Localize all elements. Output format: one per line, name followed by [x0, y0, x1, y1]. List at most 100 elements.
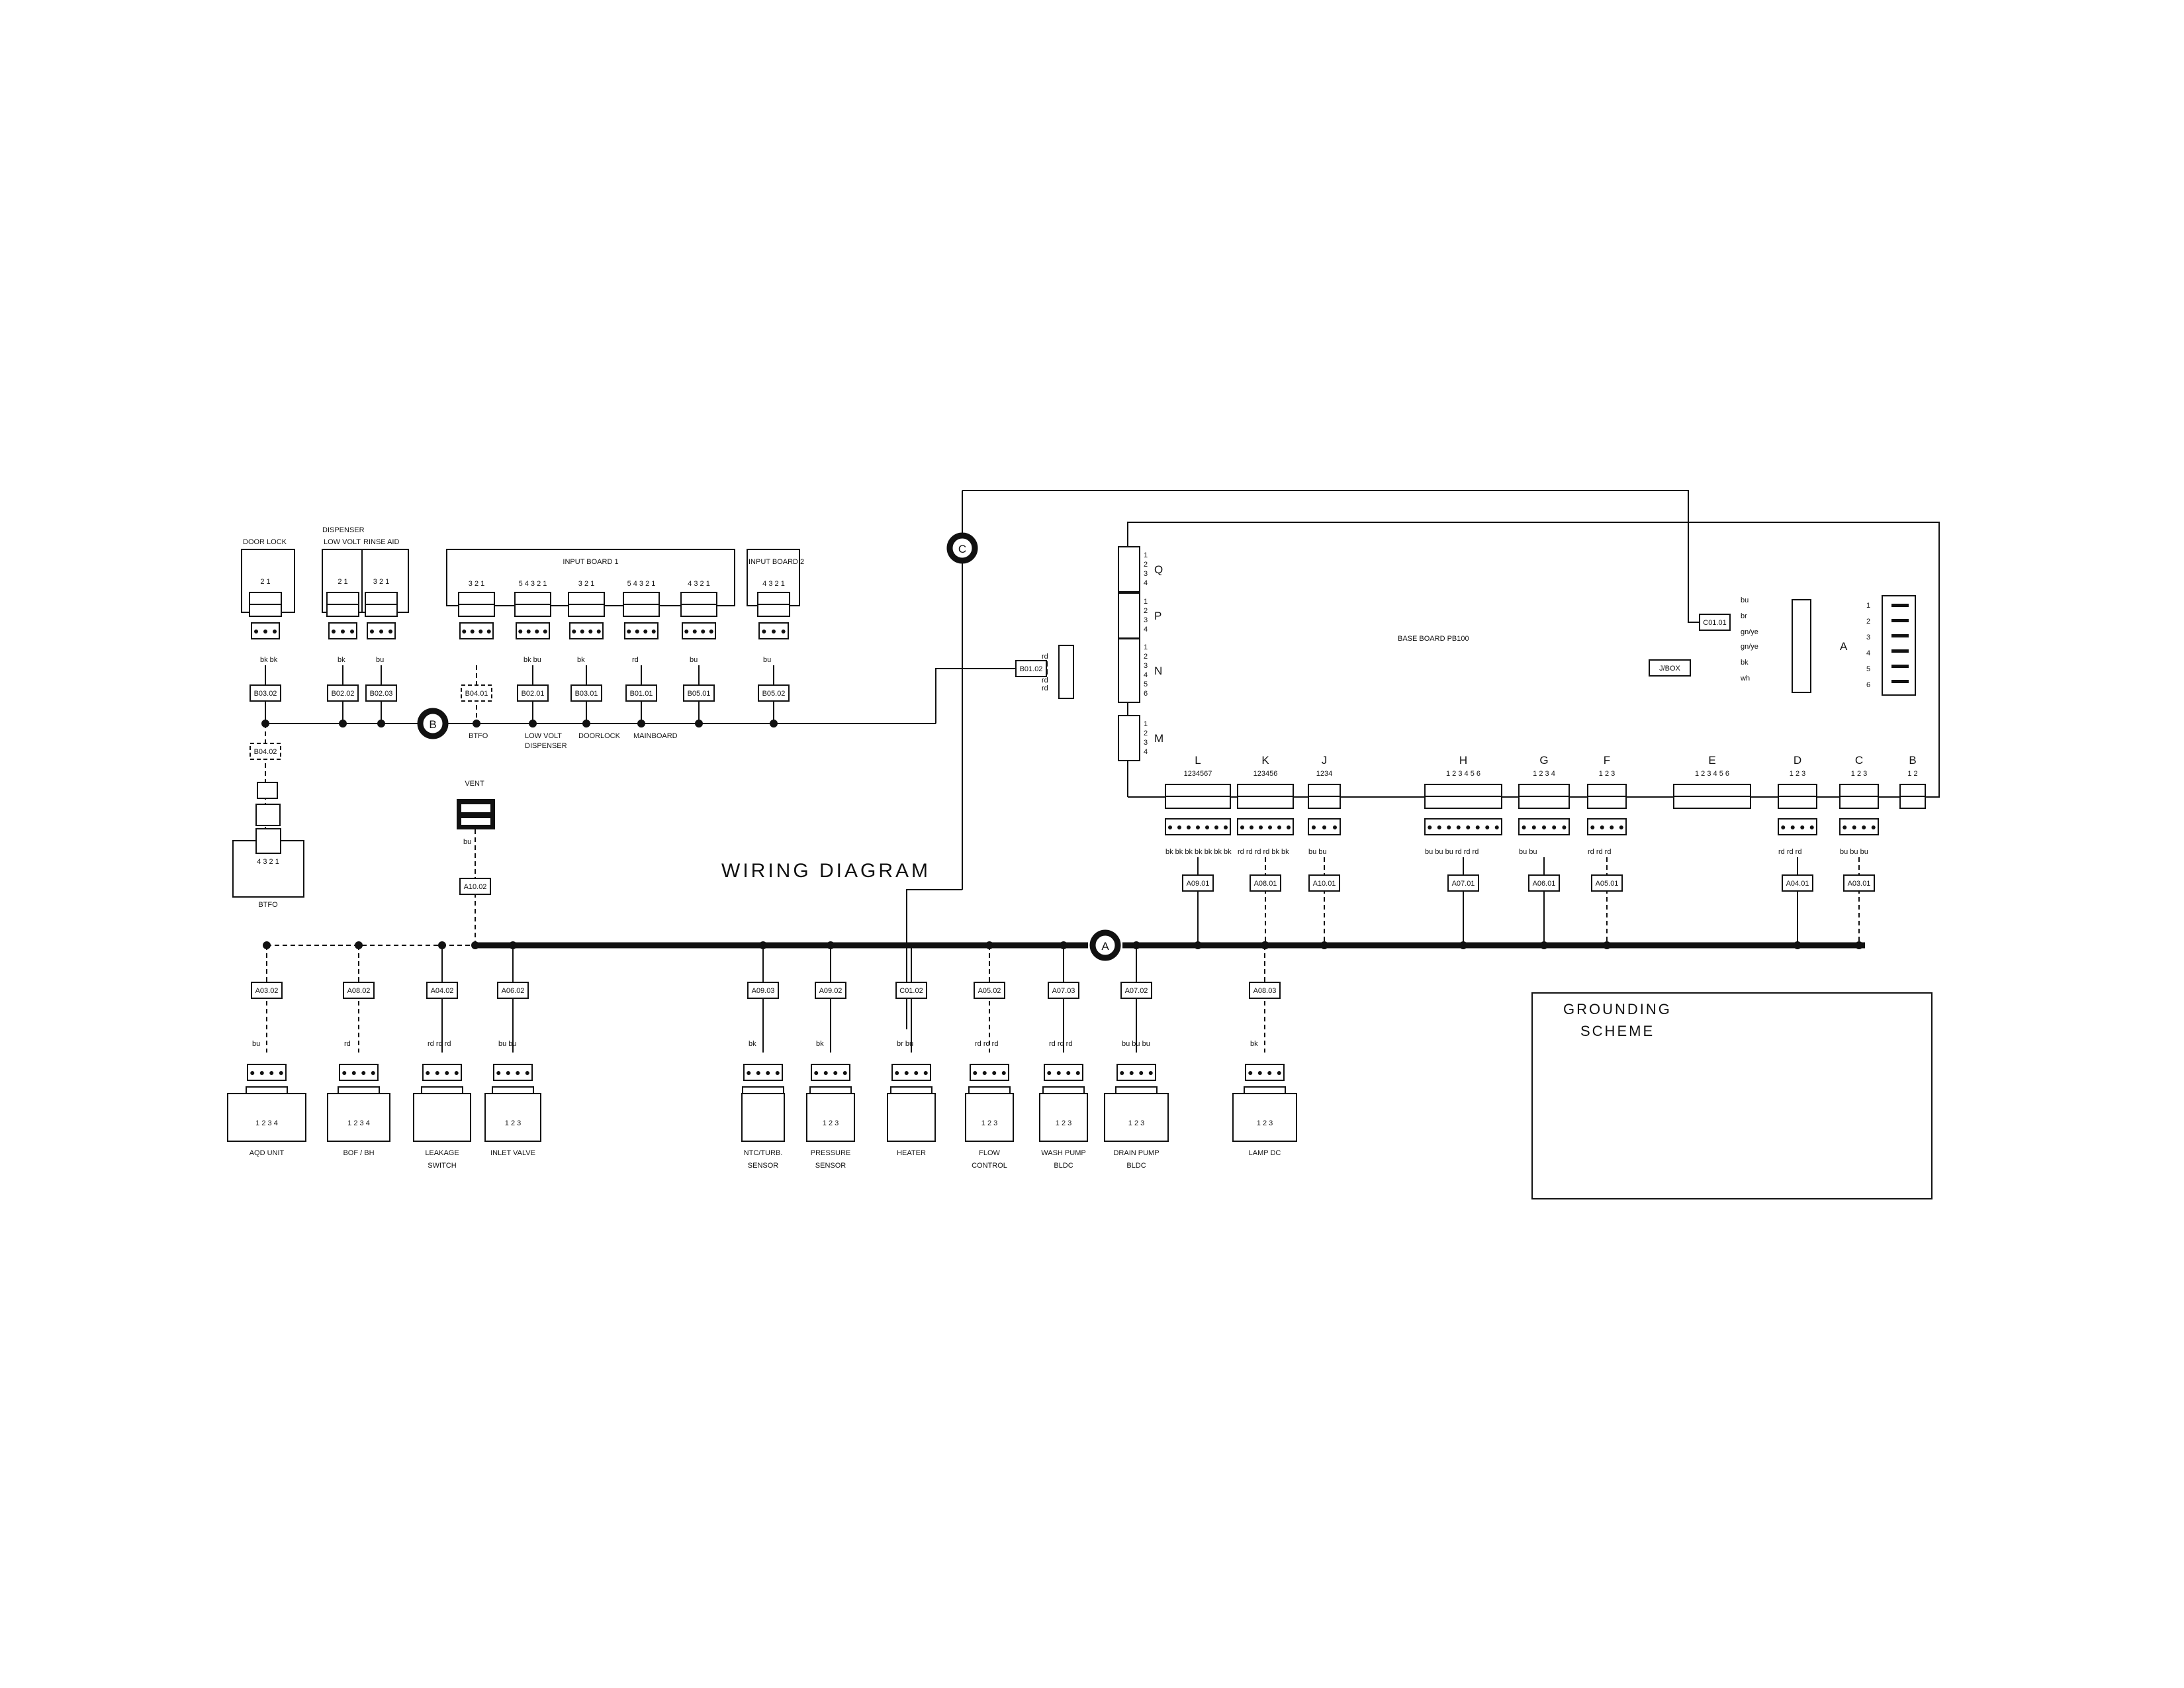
svg-text:rd: rd — [632, 656, 639, 664]
splice-box — [1250, 874, 1281, 892]
splice-box — [517, 684, 549, 702]
base-connector-e: E1 2 3 4 5 6 — [1673, 754, 1751, 809]
wire-color: bk bk — [260, 656, 278, 664]
component-name: PRESSURE — [811, 1149, 851, 1157]
svg-text:5 4 3 2 1: 5 4 3 2 1 — [627, 580, 656, 588]
wire-color: bk — [816, 1040, 824, 1048]
component-name: SENSOR — [815, 1162, 846, 1170]
svg-text:1234567: 1234567 — [1184, 770, 1212, 778]
junction-node — [1794, 941, 1801, 949]
splice-label: A08.01 — [1254, 880, 1277, 888]
svg-text:gn/ye: gn/ye — [1741, 643, 1758, 651]
wire-color: bu — [376, 656, 384, 664]
svg-text:bk bu: bk bu — [523, 656, 541, 664]
svg-text:4 3 2 1: 4 3 2 1 — [257, 858, 279, 866]
splice-label: A10.02 — [464, 883, 487, 891]
vent-label: VENT — [465, 780, 484, 788]
svg-text:bu: bu — [1741, 596, 1749, 604]
splice-box — [1120, 982, 1152, 999]
splice-box — [570, 684, 602, 702]
svg-text:1: 1 — [1144, 598, 1148, 606]
connector-letter: Q — [1154, 563, 1163, 576]
junction-node — [1320, 941, 1328, 949]
page-title: WIRING DIAGRAM — [721, 860, 931, 882]
connector-letter: K — [1261, 754, 1269, 767]
splice-label: B01.01 — [630, 690, 653, 698]
splice-box — [974, 982, 1005, 999]
splice-box — [1249, 982, 1281, 999]
svg-text:4: 4 — [1144, 579, 1148, 587]
splice-box — [895, 982, 927, 999]
component-name: LAMP DC — [1249, 1149, 1281, 1157]
grounding-scheme-panel: GROUNDING SCHEME — [1531, 992, 1933, 1199]
splice-label: B02.01 — [522, 690, 545, 698]
wire-color: bk — [338, 656, 345, 664]
svg-text:5 4 3 2 1: 5 4 3 2 1 — [519, 580, 547, 588]
component-name: SENSOR — [748, 1162, 779, 1170]
splice-label: A04.01 — [1786, 880, 1809, 888]
wire-color: rd rd rd — [1588, 848, 1611, 856]
component-name: FLOW — [979, 1149, 1000, 1157]
connector-letter: B — [1909, 754, 1916, 767]
splice-box — [426, 982, 458, 999]
connector-letter: D — [1794, 754, 1801, 767]
connector-letter: N — [1154, 665, 1162, 677]
destination-label: DISPENSER — [525, 742, 567, 750]
splice-label: A03.02 — [255, 987, 279, 995]
splice-box — [365, 684, 397, 702]
svg-text:rd: rd — [1042, 684, 1048, 692]
connector-letter: P — [1154, 610, 1161, 622]
junction-node — [827, 941, 835, 949]
plug — [1237, 818, 1294, 835]
component-name: CONTROL — [972, 1162, 1007, 1170]
wire-color: bk bk bk bk bk bk bk — [1165, 848, 1232, 856]
connector-letter: H — [1459, 754, 1467, 767]
svg-text:2 1: 2 1 — [338, 578, 347, 586]
wire-color: rd rd rd — [1049, 1040, 1072, 1048]
svg-text:3: 3 — [1866, 633, 1870, 641]
junction-node — [695, 720, 703, 727]
splice-box — [815, 982, 846, 999]
svg-text:bk: bk — [577, 656, 585, 664]
splice-box — [327, 684, 359, 702]
svg-text:4: 4 — [1144, 748, 1148, 756]
grounding-title-1: GROUNDING — [1563, 1001, 1672, 1017]
svg-text:4: 4 — [1144, 671, 1148, 679]
wire-color: bu bu — [498, 1040, 517, 1048]
splice-label: A04.02 — [431, 987, 454, 995]
svg-text:C01.01: C01.01 — [1703, 619, 1726, 627]
destination-label: MAINBOARD — [633, 732, 678, 740]
svg-text:1 2 3 4: 1 2 3 4 — [255, 1119, 278, 1127]
splice-label: B05.02 — [762, 690, 786, 698]
svg-text:1: 1 — [1866, 602, 1870, 610]
svg-text:bk: bk — [1741, 659, 1749, 667]
svg-text:2: 2 — [1866, 618, 1870, 626]
svg-text:3 2 1: 3 2 1 — [578, 580, 594, 588]
splice-label: C01.02 — [899, 987, 923, 995]
plug — [1424, 818, 1502, 835]
svg-text:bu: bu — [690, 656, 698, 664]
junction-node — [263, 941, 271, 949]
wire-color: bk — [749, 1040, 756, 1048]
junction-node — [1261, 941, 1269, 949]
connector-letter: M — [1154, 732, 1163, 745]
junction-node — [377, 720, 385, 727]
splice-label: B02.03 — [370, 690, 393, 698]
splice-box — [343, 982, 375, 999]
